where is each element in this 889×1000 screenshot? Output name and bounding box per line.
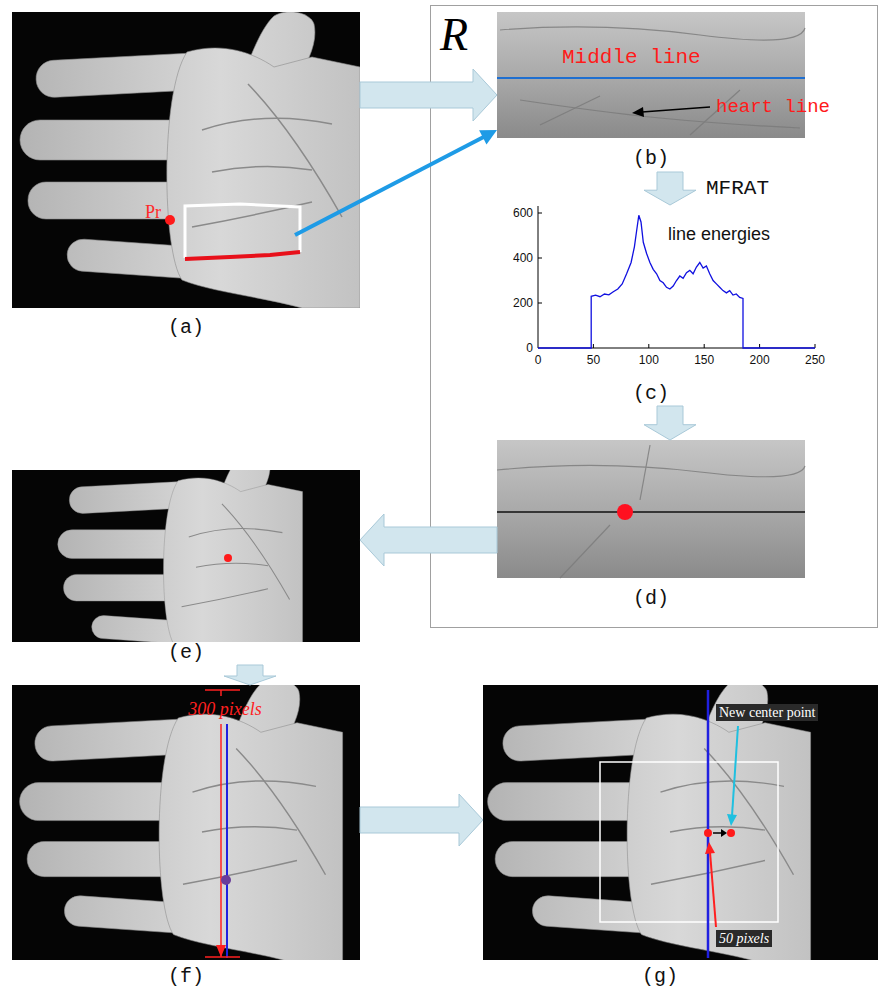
panel-caption: (e): [168, 642, 204, 664]
axis-tick-label: 150: [694, 353, 714, 367]
axis-tick-label: 50: [587, 353, 600, 367]
image-panel: (c): [497, 205, 827, 406]
annotation-label: Middle line: [562, 46, 701, 70]
point-label: Pr: [145, 202, 161, 222]
axis-tick-label: 100: [639, 353, 659, 367]
block-arrow: [360, 69, 497, 121]
panel-caption: (d): [633, 588, 669, 610]
dimension-label: 300 pixels: [188, 699, 262, 719]
panel-caption: (a): [168, 317, 204, 339]
region-symbol: R: [440, 10, 468, 60]
panel-caption: (f): [168, 966, 204, 988]
edge-label: MFRAT: [704, 177, 771, 201]
block-arrow: [360, 794, 483, 846]
axis-tick-label: 250: [805, 353, 825, 367]
axis-tick-label: 400: [513, 251, 533, 265]
image-panel: (a): [12, 12, 360, 342]
image-panel: (b): [497, 12, 805, 172]
axis-tick-label: 600: [513, 206, 533, 220]
panel-caption: (c): [633, 383, 669, 405]
block-arrow: [644, 172, 696, 205]
axis-tick-label: 200: [750, 353, 770, 367]
axis-tick-label: 200: [513, 296, 533, 310]
image-panel: (e): [12, 470, 360, 665]
image-panel: (d): [497, 440, 805, 612]
image-panel: (g): [483, 685, 878, 990]
axis-tick-label: 0: [526, 341, 533, 355]
block-arrow: [360, 514, 497, 566]
block-arrow: [644, 406, 696, 440]
axis-tick-label: 0: [535, 353, 542, 367]
panel-caption: (g): [642, 966, 678, 988]
pointer-arrow: [295, 130, 497, 235]
panel-caption: (b): [633, 148, 669, 170]
annotation-label: New center point: [716, 704, 818, 721]
dimension-label: 50 pixels: [716, 930, 772, 947]
image-panel: (f): [12, 685, 360, 990]
chart-label: line energies: [668, 224, 770, 244]
block-arrow: [224, 665, 276, 685]
annotation-label: heart line: [716, 96, 830, 118]
